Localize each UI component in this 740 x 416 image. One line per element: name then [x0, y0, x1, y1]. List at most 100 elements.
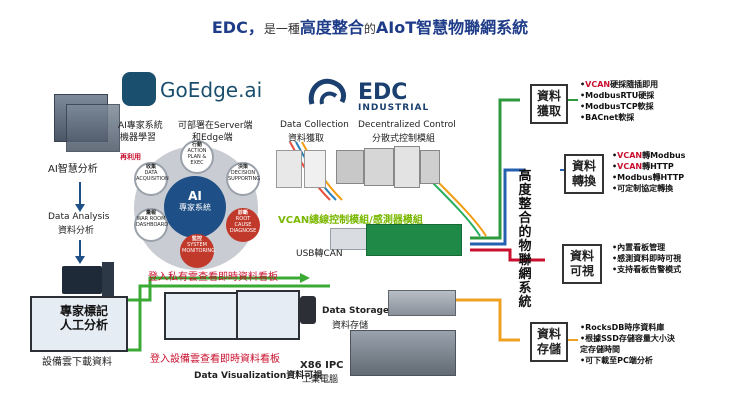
line-acquire — [470, 98, 520, 240]
decentral-en: Decentralized Control — [358, 120, 456, 130]
goedge-logo-icon — [122, 72, 156, 106]
category-convert: 資料 轉換 — [564, 154, 604, 194]
expert-label-line-1: 專家標記 — [60, 304, 109, 318]
dashboard-laptop-2 — [236, 290, 300, 340]
node-decision-en: DECISION SUPPORTING — [228, 170, 261, 182]
category-storage: 資料 存儲 — [530, 322, 568, 362]
data-collection-en: Data Collection — [280, 120, 349, 130]
category-convert-line-1: 資料 — [571, 159, 596, 173]
storage-item: •RocksDB時序資料庫 — [580, 323, 665, 332]
ai-core-title: AI — [188, 189, 202, 203]
control-module-4 — [420, 150, 440, 184]
convert-item: •可定制協定轉換 — [612, 184, 674, 193]
category-visual-line-1: 資料 — [569, 249, 594, 263]
convert-list: •VCAN轉Modbus •VCAN轉HTTP •Modbus轉HTTP •可定… — [612, 150, 685, 194]
line-visual — [470, 248, 545, 262]
analysis-laptop-screen — [30, 296, 128, 352]
page-title: EDC，是一種高度整合的AIoT智慧物聯網系統 — [0, 14, 740, 38]
cloud-download-label: 設備雲下載資料 — [42, 357, 112, 368]
control-module-1 — [336, 150, 364, 184]
category-storage-line-2: 存儲 — [536, 342, 561, 356]
node-monitor-en: SYSTEM MONITORING — [182, 242, 216, 254]
arrow-head-1 — [75, 204, 85, 212]
machine-learning-label: 機器學習 — [120, 133, 157, 143]
category-visual-line-2: 可視 — [569, 264, 594, 278]
usb-can-label: USB轉CAN — [296, 249, 343, 259]
ai-analysis-label: AI智慧分析 — [48, 164, 98, 175]
node-collect-zh: 收集 — [145, 164, 156, 170]
node-collect-en: DATA ACQUISITION — [136, 170, 169, 182]
industrial-pc-label: 工業電腦 — [302, 375, 339, 385]
acquire-item: •VCAN硬採隨插即用 — [580, 80, 659, 89]
decentral-zh: 分散式控制模組 — [372, 134, 436, 144]
deploy-note-2: 和Edge端 — [192, 133, 233, 143]
node-action-en: ACTION PLAN & EXEC — [187, 148, 207, 166]
private-cloud-label: 登入私有雲查看即時資料看板 — [148, 272, 278, 283]
visual-item: •內置看板管理 — [612, 243, 666, 252]
storage-item: •根據SSD存儲容量大小決 — [580, 334, 675, 343]
acquire-item: •BACnet軟採 — [580, 113, 635, 122]
title-big-1: 高度整合 — [299, 18, 364, 37]
convert-item: •VCAN轉Modbus — [612, 151, 686, 160]
node-dashboard-en: WAR ROOM DASHBOARD — [136, 216, 169, 228]
acquire-item: •ModbusRTU硬採 — [580, 91, 655, 100]
vcan-line-label: VCAN總線控制模組/感測器模組 — [278, 215, 423, 226]
storage-drive-icon — [388, 290, 456, 316]
control-module-3 — [394, 146, 420, 188]
category-acquire-line-1: 資料 — [536, 89, 561, 103]
data-analysis-zh-label: 資料分析 — [58, 226, 95, 236]
edc-logo-sub: INDUSTRIAL — [358, 103, 430, 113]
line-convert — [470, 168, 525, 246]
visual-item: •感測資料即時可視 — [612, 254, 682, 263]
title-edc: EDC， — [211, 18, 264, 37]
convert-item: •Modbus轉HTTP — [612, 173, 685, 182]
usb-can-board — [366, 224, 462, 256]
node-action-zh: 行動 — [191, 142, 202, 148]
title-small-1: 是一種 — [263, 22, 300, 36]
x86-ipc-label: X86 IPC — [300, 360, 344, 371]
line-storage — [440, 298, 520, 342]
phone-icon — [300, 296, 316, 324]
category-visual: 資料 可視 — [562, 244, 602, 284]
storage-list: •RocksDB時序資料庫 •根據SSD存儲容量大小決 定存儲時間 •可下載至P… — [580, 322, 675, 366]
title-small-2: 的 — [363, 22, 376, 36]
node-diagnose-zh: 診斷 — [237, 210, 248, 216]
visual-list: •內置看板管理 •感測資料即時可視 •支持看板告警模式 — [612, 242, 681, 275]
category-acquire: 資料 獲取 — [530, 84, 568, 124]
sensor-module-2 — [304, 150, 326, 188]
node-dashboard-zh: 彙報 — [145, 210, 156, 216]
server-rack-icon — [66, 104, 120, 152]
convert-item: •VCAN轉HTTP — [612, 162, 674, 171]
acquire-item: •ModbusTCP軟採 — [580, 102, 654, 111]
expert-label-line-2: 人工分析 — [60, 318, 109, 332]
node-monitor-zh: 監控 — [191, 236, 202, 242]
data-analysis-en-label: Data Analysis — [48, 212, 110, 222]
visual-item: •支持看板告警模式 — [612, 265, 682, 274]
node-diagnose-en: ROOT CAUSE DIAGNOSE — [229, 216, 257, 234]
x86-ipc-icon — [350, 330, 456, 376]
storage-item: 定存儲時間 — [580, 345, 620, 354]
node-decision-zh: 決策 — [237, 164, 248, 170]
control-module-2 — [364, 148, 394, 186]
data-vis-label: Data Visualization資料可視 — [194, 371, 323, 381]
arrow-head-2 — [75, 256, 85, 264]
device-cloud-label: 登入設備雲查看即時資料看板 — [150, 354, 280, 365]
retrain-label: 再利用 — [120, 153, 141, 161]
category-acquire-line-2: 獲取 — [536, 104, 561, 118]
pc-tower-icon — [102, 262, 114, 298]
category-storage-line-1: 資料 — [536, 327, 561, 341]
green-line-private — [108, 276, 300, 302]
storage-item: •可下載至PC端分析 — [580, 356, 653, 365]
ai-core-subtitle: 專家系統 — [179, 203, 211, 212]
ai-core-circle: AI 專家系統 — [164, 176, 226, 238]
edc-logo-text: EDC — [358, 80, 408, 105]
edc-logo-icon — [308, 78, 347, 105]
title-big-2: AIoT智慧物聯網系統 — [375, 18, 529, 37]
acquire-list: •VCAN硬採隨插即用 •ModbusRTU硬採 •ModbusTCP軟採 •B… — [580, 79, 658, 123]
